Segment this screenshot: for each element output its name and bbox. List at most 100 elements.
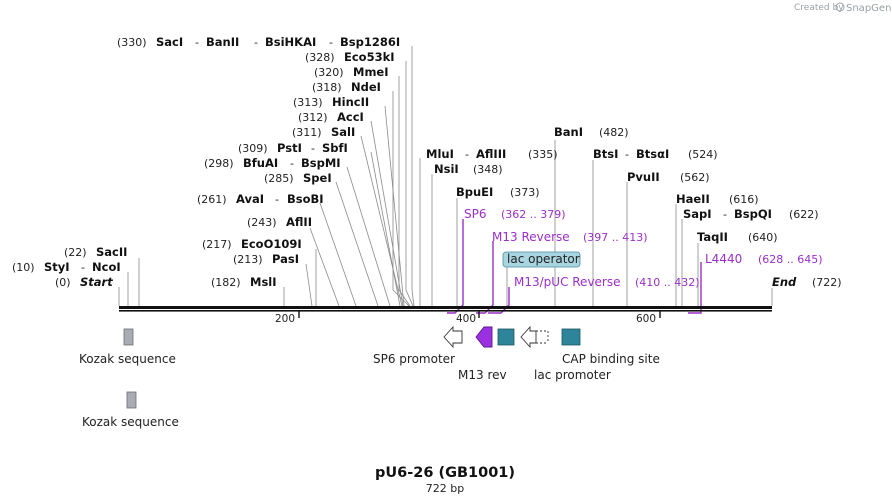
- site-name: NcoI: [92, 260, 121, 274]
- primer-label-m13-puc-reverse: M13/pUC Reverse (410 .. 432): [514, 275, 700, 289]
- leader-line: [370, 120, 404, 307]
- ruler-label-400: 400: [456, 313, 476, 325]
- site-label-373: BpuEI (373): [456, 185, 540, 199]
- m13-rev-feature: [475, 326, 493, 348]
- site-name: AccI: [337, 110, 364, 124]
- cap-binding-site-feature: [561, 328, 581, 346]
- site-label-320: (320) MmeI: [314, 65, 389, 79]
- site-label-261: (261) AvaI - BsoBI: [197, 192, 324, 206]
- m13-puc-reverse-primer-arrow: [488, 287, 510, 314]
- site-position: (311): [292, 126, 322, 139]
- separator: -: [275, 193, 279, 206]
- site-name: SpeI: [303, 171, 332, 185]
- ruler-label-600: 600: [636, 313, 656, 325]
- site-position: (722): [812, 276, 842, 289]
- site-position: (22): [64, 246, 87, 259]
- site-label-312: (312) AccI: [298, 110, 364, 124]
- site-name: BtsαI: [636, 147, 669, 161]
- site-label-298: (298) BfuAI - BspMI: [204, 156, 341, 170]
- site-position: (318): [312, 81, 342, 94]
- site-position: (622): [789, 208, 819, 221]
- site-name: MluI: [426, 147, 454, 161]
- cap-binding-site-label: CAP binding site: [562, 352, 660, 366]
- primer-range: (397 .. 413): [583, 231, 648, 244]
- leader-line: [384, 105, 405, 307]
- site-name: AvaI: [236, 192, 264, 206]
- m13-reverse-primer-arrow: [476, 241, 494, 314]
- primer-label-sp6: SP6 (362 .. 379): [464, 207, 566, 221]
- site-position: (335): [528, 148, 558, 161]
- site-label-562: PvuII (562): [627, 170, 710, 184]
- site-position: (524): [688, 148, 718, 161]
- site-position: (330): [117, 36, 147, 49]
- site-name: PasI: [272, 252, 299, 266]
- site-position: (298): [204, 157, 234, 170]
- leader-line: [405, 61, 414, 307]
- site-label-335: MluI - AflIII (335): [426, 147, 558, 161]
- separator: -: [465, 148, 469, 161]
- site-name: MslI: [250, 275, 277, 289]
- map-title: pU6-26 (GB1001): [375, 465, 515, 481]
- site-name: Eco53kI: [344, 50, 395, 64]
- primer-range: (410 .. 432): [635, 276, 700, 289]
- site-label-313: (313) HincII: [293, 95, 369, 109]
- site-name: HaeII: [676, 192, 710, 206]
- kozak-sequence-feature: [126, 391, 137, 409]
- credit-text: Created by: [794, 3, 844, 13]
- site-label-213: (213) PasI: [233, 252, 299, 266]
- site-name: Start: [80, 275, 113, 289]
- site-position: (182): [211, 276, 241, 289]
- separator: -: [290, 157, 294, 170]
- dna-backbone-bottom: [119, 310, 772, 312]
- sp6-primer-arrow: [447, 219, 464, 314]
- sp6-promoter-feature: [443, 325, 463, 349]
- leader-line: [398, 76, 411, 307]
- separator: -: [723, 208, 727, 221]
- site-name: NdeI: [351, 80, 381, 94]
- lac-operator-label-text: lac operator: [507, 252, 580, 266]
- site-name: BfuAI: [243, 156, 278, 170]
- leader-line: [346, 166, 391, 307]
- site-name: PvuII: [627, 170, 660, 184]
- site-position: (640): [748, 231, 778, 244]
- separator: -: [625, 148, 629, 161]
- site-label-311: (311) SalI: [292, 125, 355, 139]
- site-position: (217): [202, 238, 232, 251]
- l4440-primer-arrow: [688, 262, 702, 314]
- site-position: (562): [680, 171, 710, 184]
- site-name: NsiI: [434, 162, 459, 176]
- site-label-328: (328) Eco53kI: [305, 50, 395, 64]
- map-subtitle: 722 bp: [426, 482, 464, 495]
- lac-promoter-label: lac promoter: [534, 368, 611, 382]
- site-position: (243): [247, 216, 277, 229]
- lac-operator-label: lac operator: [502, 251, 581, 306]
- m13-rev-label: M13 rev: [458, 368, 507, 382]
- site-name: End: [772, 275, 797, 289]
- site-position: (313): [293, 96, 323, 109]
- lac-promoter-feature: [520, 325, 549, 349]
- site-name: StyI: [44, 260, 70, 274]
- leader-line: [411, 46, 415, 307]
- site-name: BanII: [206, 35, 239, 49]
- site-name: PstI: [277, 141, 302, 155]
- site-name: SapI: [683, 207, 712, 221]
- site-name: SbfI: [322, 141, 348, 155]
- site-label-622: SapI - BspQI (622): [683, 207, 819, 221]
- primer-name: M13 Reverse: [492, 230, 570, 244]
- site-label-10: (10) StyI - NcoI: [12, 260, 121, 274]
- site-label-243: (243) AflII: [247, 215, 312, 229]
- primer-label-m13-reverse: M13 Reverse (397 .. 413): [492, 230, 648, 244]
- lac-operator-label-box: [502, 251, 581, 268]
- sp6-promoter-label: SP6 promoter: [373, 352, 455, 366]
- site-name: SacII: [96, 245, 127, 259]
- separator: -: [254, 36, 258, 49]
- site-label-182: (182) MslI: [211, 275, 277, 289]
- site-name: AflII: [286, 215, 312, 229]
- site-name: MmeI: [353, 65, 389, 79]
- primer-range: (362 .. 379): [501, 208, 566, 221]
- site-label-348: NsiI (348): [434, 162, 503, 176]
- site-label-616: HaeII (616): [676, 192, 759, 206]
- leader-line: [305, 263, 313, 307]
- leader-line: [319, 202, 357, 307]
